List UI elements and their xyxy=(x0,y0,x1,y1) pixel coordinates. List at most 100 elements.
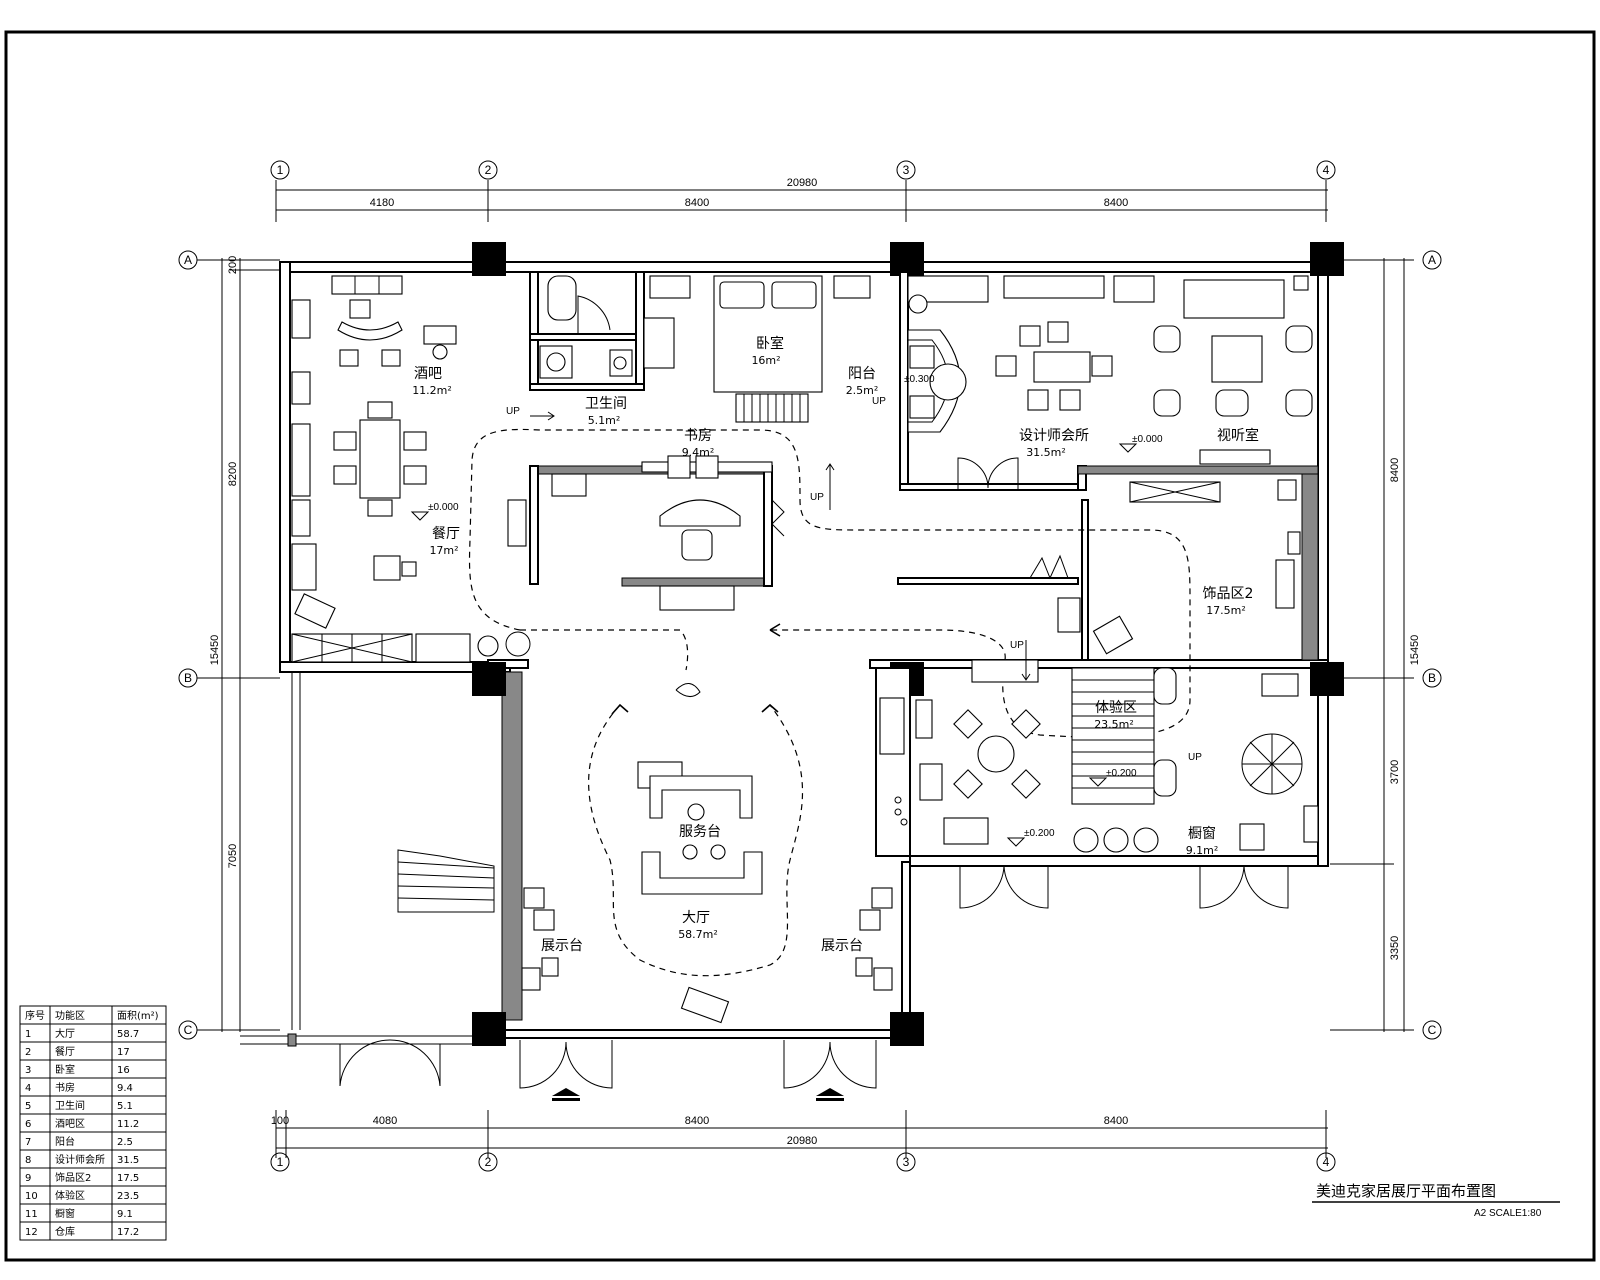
room-labels: 酒吧 11.2m² 餐厅 17m² 卫生间 5.1m² 卧室 16m² 书房 9… xyxy=(412,335,1259,954)
level-experience: ±0.200 xyxy=(1106,768,1137,779)
bedroom-furniture xyxy=(643,275,871,423)
table-cell: 橱窗 xyxy=(55,1207,75,1220)
table-cell: 17.5 xyxy=(117,1173,139,1184)
axis-c-left: C xyxy=(184,1023,193,1037)
table-cell: 阳台 xyxy=(55,1135,75,1148)
room-experience-name: 体验区 xyxy=(1095,700,1137,716)
room-designer-area: 31.5m² xyxy=(1026,446,1066,459)
left-dim-2: 8200 xyxy=(227,462,239,486)
room-bar-area: 11.2m² xyxy=(412,384,452,397)
table-cell: 12 xyxy=(25,1227,38,1238)
table-cell: 4 xyxy=(25,1083,31,1094)
table-cell: 仓库 xyxy=(55,1225,75,1238)
room-ornament-area: 17.5m² xyxy=(1206,604,1246,617)
right-axis-bubbles: A B C xyxy=(1422,250,1442,1040)
table-cell: 11 xyxy=(25,1209,38,1220)
table-cell: 饰品区2 xyxy=(55,1171,91,1184)
right-dimension-lines: 8400 3700 3350 15450 xyxy=(1330,258,1421,1032)
table-cell: 3 xyxy=(25,1065,31,1076)
left-axis-bubbles: A B C xyxy=(178,250,212,1040)
up-label-2: UP xyxy=(810,492,824,503)
study-furniture xyxy=(507,455,785,611)
table-header-cell: 序号 xyxy=(25,1009,45,1022)
room-ornament-name: 饰品区2 xyxy=(1203,586,1254,602)
top-dim-1: 4180 xyxy=(370,197,394,209)
bathroom-fixtures xyxy=(539,275,633,379)
up-label-3: UP xyxy=(872,396,886,407)
room-balcony-name: 阳台 xyxy=(848,366,876,382)
room-bar-name: 酒吧 xyxy=(414,366,442,382)
table-cell: 6 xyxy=(25,1119,31,1130)
room-bathroom-area: 5.1m² xyxy=(588,414,621,427)
ornament-area-furniture xyxy=(1029,479,1301,655)
axis-3-bottom: 3 xyxy=(903,1155,910,1169)
table-cell: 9 xyxy=(25,1173,31,1184)
level-markers: ±0.000 ±0.000 ±0.200 ±0.200 ±0.300 xyxy=(410,374,1163,847)
left-total-dim: 15450 xyxy=(209,635,221,666)
drawing-title: 美迪克家居展厅平面布置图 xyxy=(1316,1182,1496,1200)
axis-a-right: A xyxy=(1428,253,1436,267)
room-bedroom-area: 16m² xyxy=(751,354,780,367)
structural-columns xyxy=(472,242,1344,1046)
top-dimension-lines: 20980 4180 8400 8400 xyxy=(275,177,1328,222)
room-window-name: 橱窗 xyxy=(1188,825,1216,842)
axis-1-top: 1 xyxy=(277,163,284,177)
table-cell: 大厅 xyxy=(55,1027,75,1040)
table-cell: 2.5 xyxy=(117,1137,133,1148)
top-dim-2: 8400 xyxy=(685,197,709,209)
lobby-furniture xyxy=(521,683,893,1024)
bar-dining-furniture xyxy=(291,275,531,663)
table-cell: 16 xyxy=(117,1065,130,1076)
table-cell: 书房 xyxy=(55,1081,75,1094)
room-study-name: 书房 xyxy=(684,428,712,444)
room-dining-area: 17m² xyxy=(429,544,458,557)
level-lounge: ±0.000 xyxy=(1132,434,1163,445)
top-total-dim: 20980 xyxy=(787,177,818,189)
top-dim-3: 8400 xyxy=(1104,197,1128,209)
table-cell: 2 xyxy=(25,1047,31,1058)
table-cell: 9.1 xyxy=(117,1209,133,1220)
room-dining-name: 餐厅 xyxy=(432,526,460,542)
left-dim-3: 7050 xyxy=(227,844,239,868)
room-experience-area: 23.5m² xyxy=(1094,718,1134,731)
drawing-scale: A2 SCALE1:80 xyxy=(1474,1208,1542,1219)
bottom-dim-1: 100 xyxy=(271,1115,289,1127)
table-header-cell: 面积(m²) xyxy=(117,1010,159,1022)
up-label-5: UP xyxy=(1188,752,1202,763)
up-label-4: UP xyxy=(1010,640,1024,651)
bottom-dimension-lines: 100 4080 8400 8400 20980 xyxy=(271,1110,1328,1158)
table-cell: 17.2 xyxy=(117,1227,139,1238)
bottom-dim-3: 8400 xyxy=(685,1115,709,1127)
bottom-total-dim: 20980 xyxy=(787,1135,818,1147)
room-window-area: 9.1m² xyxy=(1186,844,1219,857)
room-lobby-area: 58.7m² xyxy=(678,928,718,941)
table-cell: 卫生间 xyxy=(55,1099,85,1112)
axis-4-bottom: 4 xyxy=(1323,1155,1330,1169)
right-dim-3: 3350 xyxy=(1389,936,1401,960)
room-study-area: 9.4m² xyxy=(682,446,715,459)
bottom-dim-2: 4080 xyxy=(373,1115,397,1127)
room-display-right-name: 展示台 xyxy=(821,938,863,954)
table-cell: 5.1 xyxy=(117,1101,133,1112)
up-label-1: UP xyxy=(506,406,520,417)
table-cell: 体验区 xyxy=(55,1189,85,1202)
bottom-axis-bubbles: 1 2 3 4 xyxy=(270,1152,1336,1172)
axis-4-top: 4 xyxy=(1323,163,1330,177)
up-arrows: UP UP UP UP UP xyxy=(506,396,1202,763)
table-cell: 58.7 xyxy=(117,1029,139,1040)
table-cell: 酒吧区 xyxy=(55,1118,85,1130)
table-cell: 设计师会所 xyxy=(55,1153,105,1166)
table-cell: 1 xyxy=(25,1029,31,1040)
table-cell: 10 xyxy=(25,1191,38,1202)
table-cell: 卧室 xyxy=(55,1063,75,1076)
table-cell: 17 xyxy=(117,1047,130,1058)
exterior-stair xyxy=(240,672,495,1087)
room-display-left-name: 展示台 xyxy=(541,938,583,954)
axis-3-top: 3 xyxy=(903,163,910,177)
sheet-border xyxy=(4,30,1596,1262)
left-dim-1: 200 xyxy=(227,256,239,274)
room-bedroom-name: 卧室 xyxy=(756,335,784,352)
table-header-cell: 功能区 xyxy=(55,1009,85,1022)
room-bathroom-name: 卫生间 xyxy=(585,396,627,412)
